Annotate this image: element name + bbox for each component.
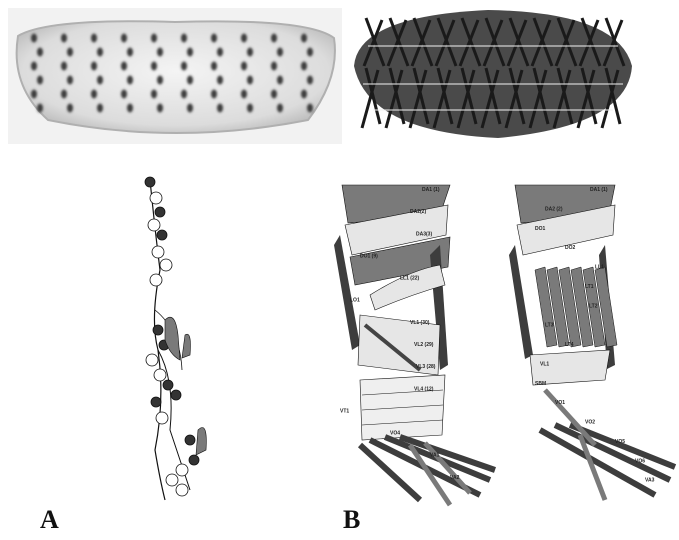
muscle-label: VA3 — [645, 478, 655, 484]
muscle-label: VA1 — [430, 453, 440, 459]
muscle-label: DA1 (1) — [590, 187, 608, 193]
muscle-label: VO4 — [390, 431, 400, 437]
muscle-label: SBM — [535, 381, 546, 387]
muscle-label: DA2 (2) — [545, 206, 563, 212]
muscle-label: VL3 (28) — [416, 364, 436, 370]
muscle-label: DA1 (1) — [422, 187, 440, 193]
embryo-photo-muscles — [348, 6, 638, 146]
drawing-a-neuron-trace — [120, 170, 230, 510]
drawing-b-left-graphic: DA1 (1) DA2(2) DA3(3) DO1 (9) LL1 (22) LO1VL1… — [330, 175, 500, 510]
muscle-label: VL2 (29) — [414, 342, 434, 348]
muscle-label: LL1 — [595, 265, 604, 271]
muscle-label: LT3 — [545, 323, 554, 329]
embryo-photo-stained-graphic — [8, 8, 342, 144]
muscle-label: VL1 (30) — [410, 320, 430, 326]
muscle-label: LO1 — [350, 298, 360, 304]
muscle-label: VT1 — [340, 408, 349, 414]
muscle-label: LT4 — [565, 342, 574, 348]
muscle-label: DO2 — [565, 245, 576, 251]
panel-label-b: B — [343, 505, 360, 535]
muscle-label: LT2 — [589, 303, 598, 309]
drawing-a-graphic — [120, 170, 230, 510]
muscle-label: LL1 (22) — [400, 276, 420, 282]
muscle-label: VO6 — [635, 458, 645, 464]
muscle-label: VA2 — [450, 475, 460, 481]
muscle-label: VO1 — [555, 400, 565, 406]
muscle-label: LT1 — [585, 284, 594, 290]
drawing-b-right-graphic: DA1 (1) DA2 (2) DO1DO2LL1LT1LT2LT3LT4VL1SB… — [505, 175, 679, 510]
muscle-label: VL4 (12) — [414, 386, 434, 392]
muscle-label: DO1 — [535, 226, 546, 232]
embryo-photo-stained — [8, 8, 342, 144]
muscle-label: VL1 — [540, 361, 549, 367]
muscle-label: VO5 — [615, 439, 625, 445]
muscle-label: DO1 (9) — [360, 253, 378, 259]
panel-label-a: A — [40, 505, 59, 535]
muscle-label: DA2(2) — [410, 209, 426, 215]
muscle-label: DA3(3) — [416, 231, 432, 237]
embryo-photo-muscles-graphic — [348, 6, 638, 146]
muscle-label: VO2 — [585, 420, 595, 426]
